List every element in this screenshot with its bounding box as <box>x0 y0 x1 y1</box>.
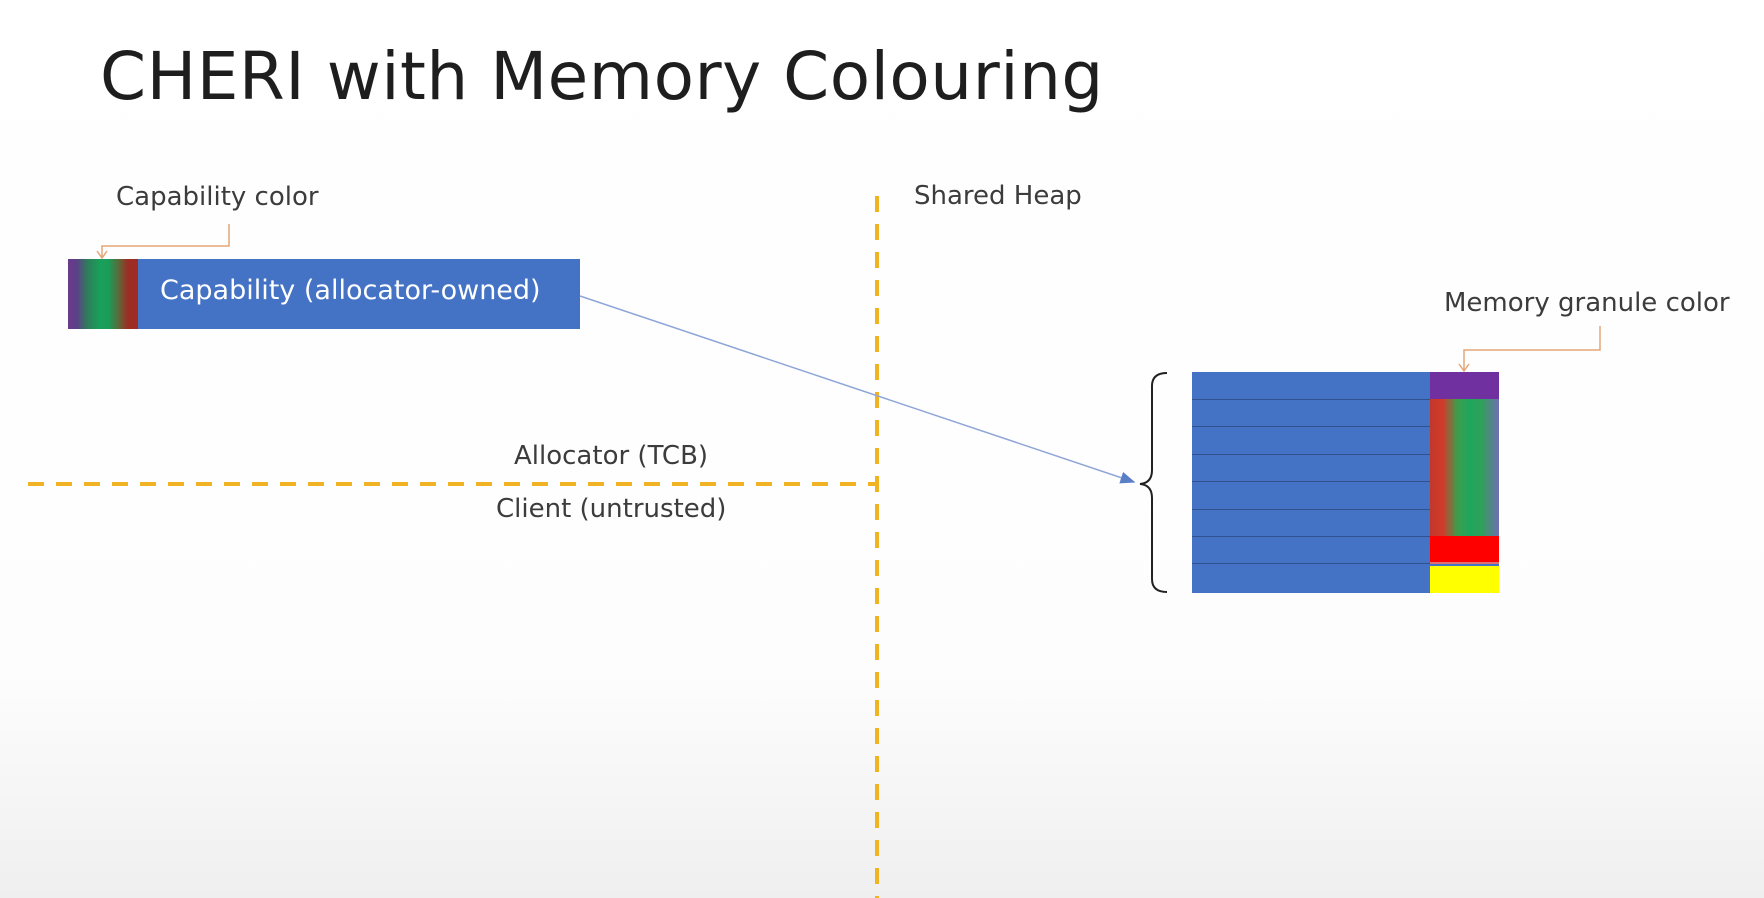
heap-brace <box>1139 372 1168 593</box>
capability-bar-label: Capability (allocator-owned) <box>160 275 541 306</box>
heap-row-divider <box>1192 509 1430 510</box>
heap-row-divider <box>1192 399 1430 400</box>
shared-heap-label: Shared Heap <box>914 181 1082 211</box>
capability-color-callout <box>101 224 230 257</box>
granule-purple <box>1430 372 1499 399</box>
granule-color-strip <box>1430 372 1499 593</box>
heap-row-divider <box>1192 454 1430 455</box>
slide-title: CHERI with Memory Colouring <box>100 38 1104 115</box>
capability-color-label: Capability color <box>116 182 319 212</box>
granule-divider <box>1430 562 1499 564</box>
heap-row-divider <box>1192 426 1430 427</box>
capability-bar: Capability (allocator-owned) <box>68 259 580 329</box>
granule-red <box>1430 536 1499 563</box>
allocator-label: Allocator (TCB) <box>514 441 709 471</box>
granule-color-callout-tip <box>1458 363 1470 373</box>
heap-row-divider <box>1192 536 1430 537</box>
heap-memory-block <box>1192 372 1499 593</box>
capability-color-swatch <box>68 259 138 329</box>
granule-color-callout <box>1463 326 1601 370</box>
memory-granule-color-label: Memory granule color <box>1444 288 1730 318</box>
granule-red-green <box>1430 399 1499 536</box>
capability-color-callout-tip <box>96 250 108 260</box>
granule-yellow <box>1430 566 1499 593</box>
capability-pointer-arrow <box>579 295 1136 484</box>
client-label: Client (untrusted) <box>496 494 727 524</box>
heap-row-divider <box>1192 563 1430 564</box>
heap-row-divider <box>1192 481 1430 482</box>
